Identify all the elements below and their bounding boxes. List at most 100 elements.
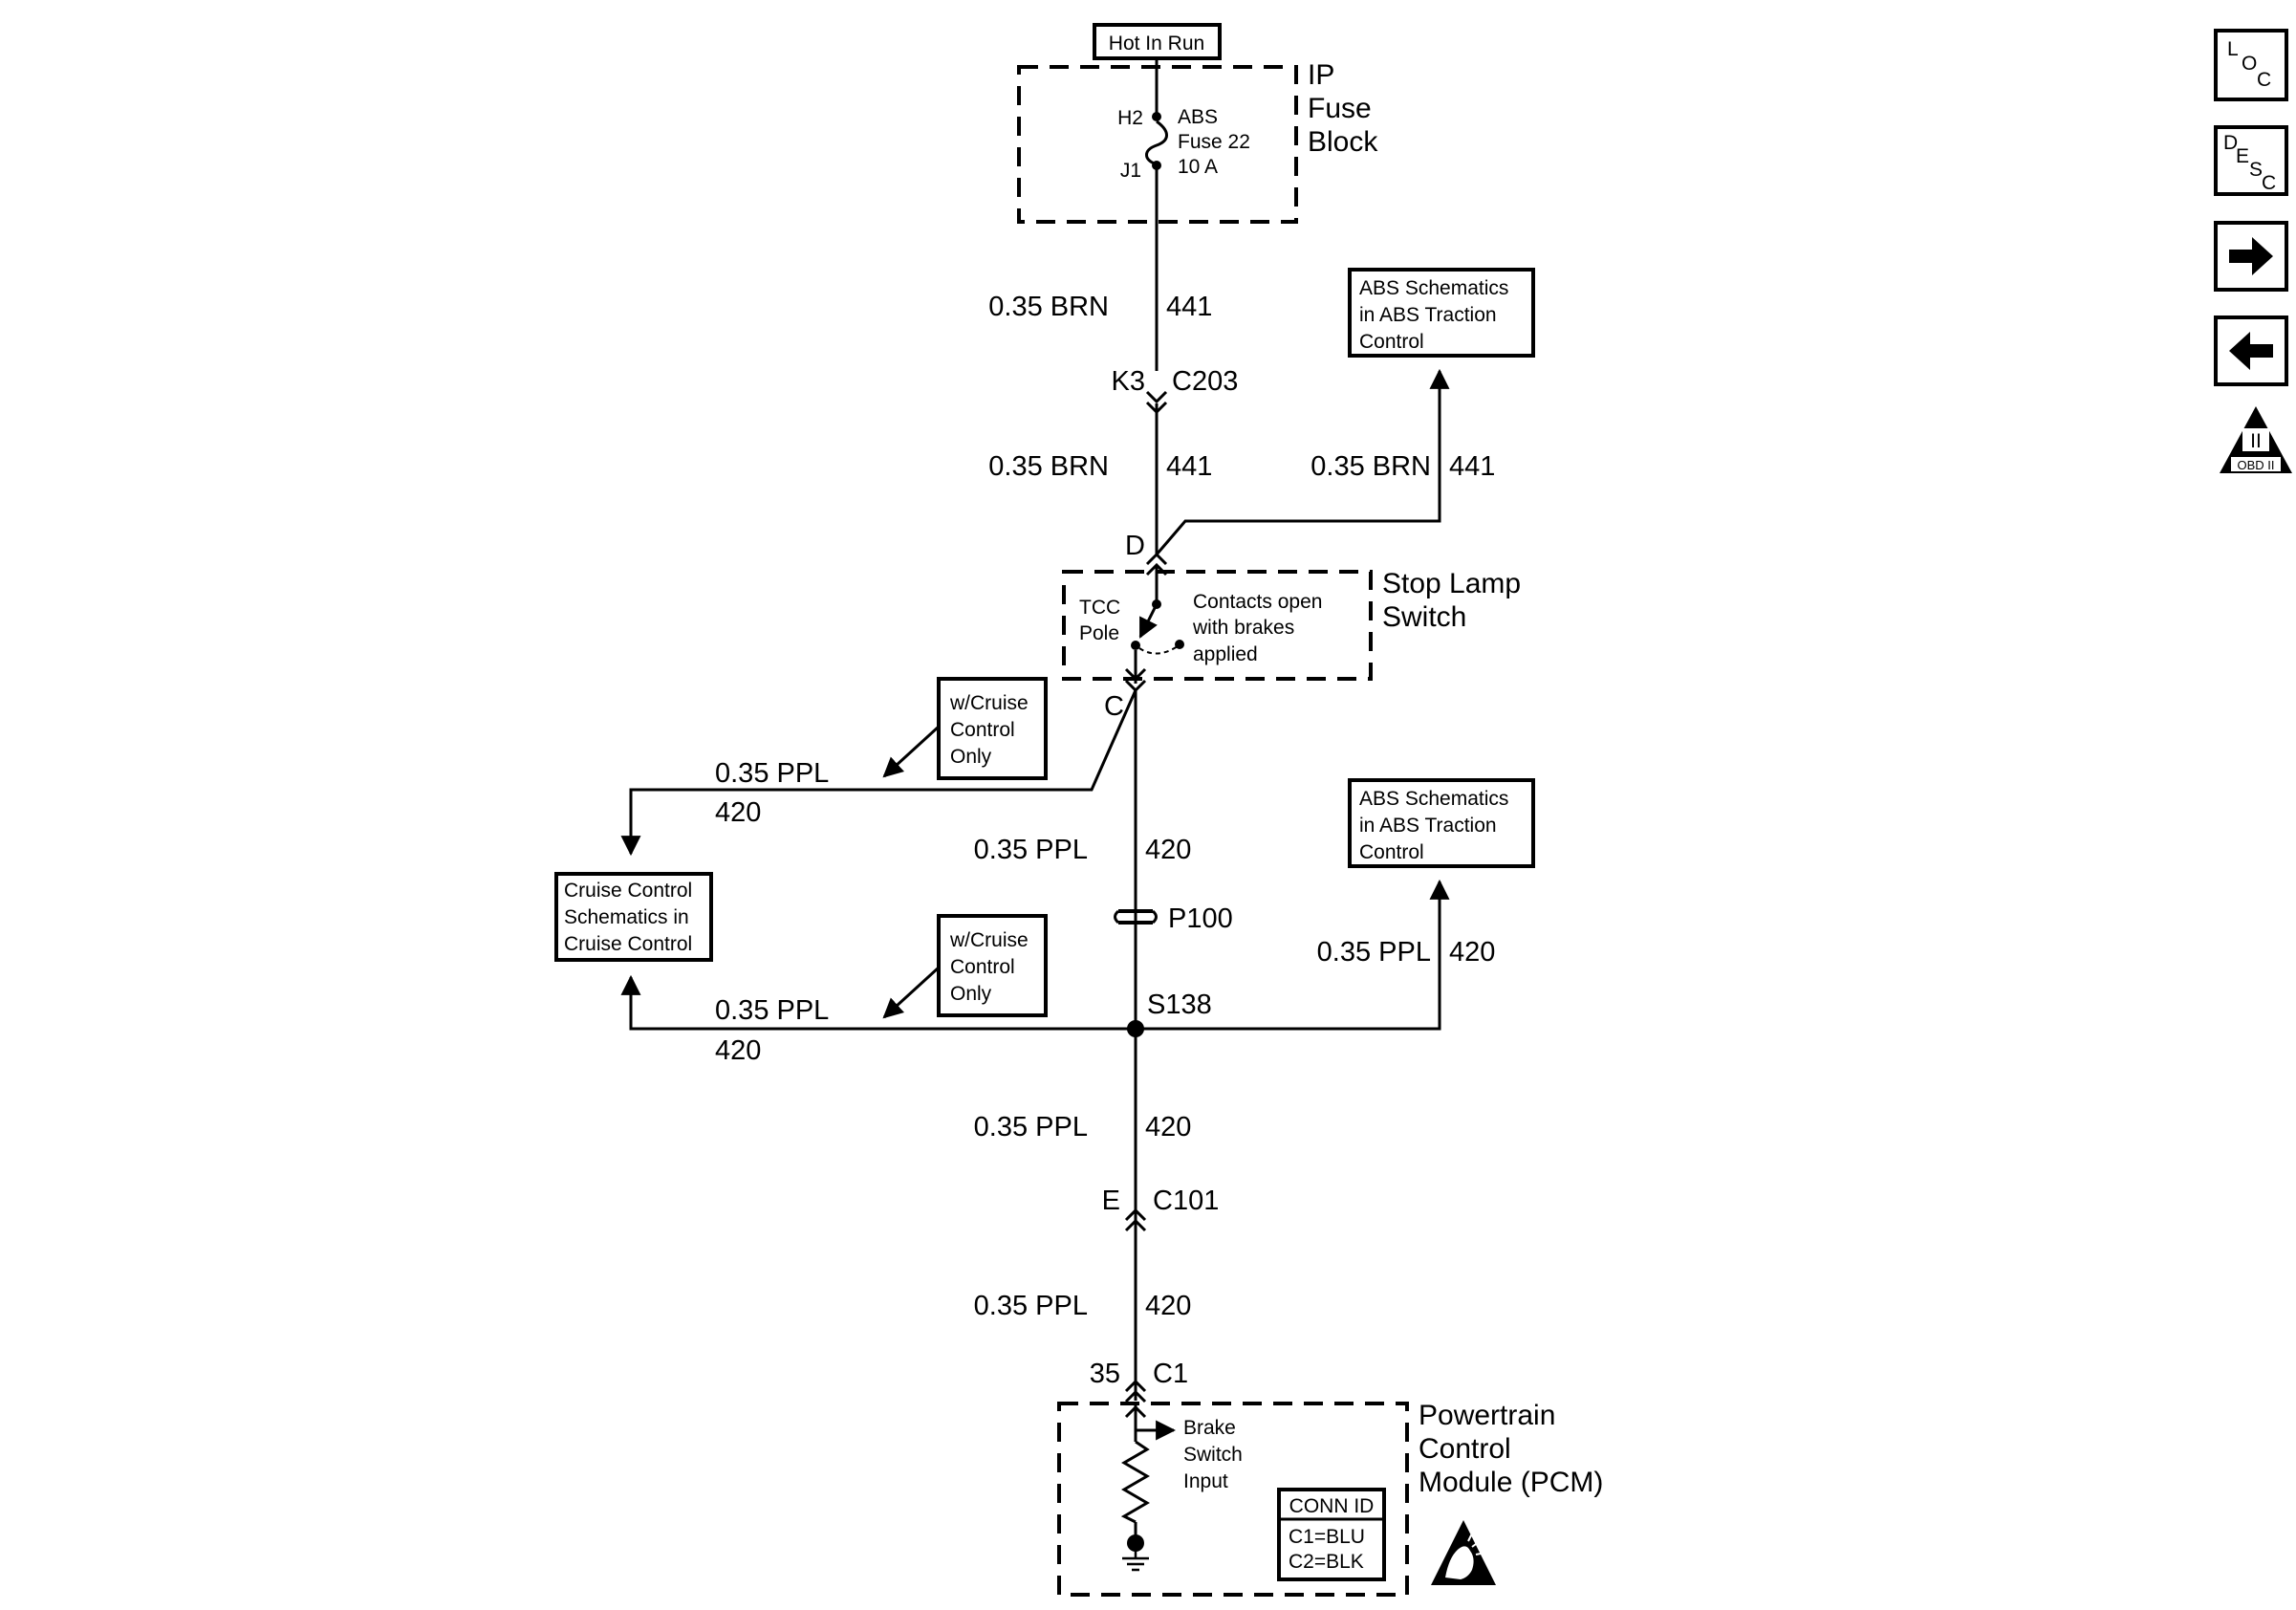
connector-c203-name: C203 (1172, 366, 1238, 397)
connector-c203: K3 C203 (1112, 366, 1238, 415)
wire-ppl-center-c-circuit: 420 (1145, 1291, 1191, 1321)
cruise-note-top-line-2: Control (950, 719, 1015, 741)
connector-c101-pin: E (1102, 1186, 1120, 1216)
fuse-pin-h2: H2 (1117, 107, 1143, 129)
splice-s138-name: S138 (1147, 990, 1212, 1020)
ip-fuse-block: IP Fuse Block H2 J1 ABS Fuse 22 10 A (1017, 59, 1378, 224)
stop-lamp-pin-c: C (1104, 691, 1124, 722)
connector-c101: E C101 (1102, 1186, 1219, 1232)
connector-c1-symbol (1124, 1379, 1147, 1403)
pcm-input-chevron (1124, 1404, 1147, 1419)
desc-icon-d: D (2223, 132, 2238, 154)
connector-c203-pin: K3 (1112, 366, 1145, 397)
esd-spark (1467, 1533, 1486, 1556)
abs-ref-bottom-line-3: Control (1359, 841, 1424, 863)
inline-p100-caps (1114, 909, 1158, 925)
abs-ref-top-line-2: in ABS Traction (1359, 304, 1497, 326)
nav-obd-button[interactable]: II OBD II (2220, 406, 2292, 473)
obd-ii-label: OBD II (2237, 458, 2274, 472)
ground-icon (1122, 1551, 1149, 1572)
cruise-note-top-line-3: Only (950, 746, 992, 768)
pcm-ground-dot (1127, 1534, 1144, 1552)
stop-lamp-switch-name-2: Switch (1382, 601, 1466, 633)
wire-ppl-lower-left-gauge: 0.35 PPL (715, 995, 829, 1026)
cruise-note-bottom-line-3: Only (950, 983, 992, 1005)
wire-brn-441-c (1155, 368, 1450, 555)
cruise-note-bottom-pointer (882, 966, 941, 1019)
arrow-right-icon (2229, 237, 2273, 275)
nav-prev-button[interactable] (2214, 315, 2288, 386)
esd-hand (1445, 1546, 1474, 1579)
switch-dashed-link (1138, 645, 1179, 655)
conn-id-line-2: C2=BLK (1289, 1551, 1364, 1573)
cruise-ref-box (554, 872, 713, 962)
wire-ppl-420-right (1136, 879, 1450, 1031)
wire-brn-441-c-gauge: 0.35 BRN (1310, 451, 1431, 482)
nav-desc-button[interactable]: D E S C (2214, 125, 2288, 196)
conn-id-title: CONN ID (1289, 1495, 1375, 1517)
wire-ppl-center-b-circuit: 420 (1145, 1112, 1191, 1142)
abs-ref-top-box (1348, 268, 1535, 358)
desc-icon[interactable] (2214, 125, 2288, 196)
ip-fuse-block-name-2: Fuse (1308, 93, 1372, 124)
fuse-pin-j1: J1 (1120, 160, 1141, 182)
connector-c101-name: C101 (1153, 1186, 1219, 1216)
conn-id-line-1: C1=BLU (1289, 1526, 1365, 1548)
pcm-input-label-3: Input (1183, 1470, 1228, 1492)
ip-fuse-block-outline (1017, 65, 1298, 224)
desc-icon-e: E (2236, 145, 2249, 167)
fuse-terminal-top (1152, 112, 1161, 121)
switch-note-3: applied (1193, 643, 1258, 665)
wire-brn-441-b-circuit: 441 (1166, 451, 1212, 482)
wire-ppl-upper-left-circuit: 420 (715, 797, 761, 828)
wire-ppl-upper-left-gauge: 0.35 PPL (715, 758, 829, 789)
abs-ref-bottom-line-2: in ABS Traction (1359, 815, 1497, 837)
stop-lamp-switch-name-1: Stop Lamp (1382, 568, 1521, 599)
loc-icon[interactable] (2214, 29, 2288, 101)
splice-s138: S138 (1127, 990, 1212, 1037)
wire-ppl-right-gauge: 0.35 PPL (1317, 937, 1431, 968)
switch-pole (1138, 607, 1158, 639)
arrow-left-icon (2229, 332, 2273, 370)
switch-note-2: with brakes (1192, 617, 1294, 639)
cruise-ref: Cruise Control Schematics in Cruise Cont… (554, 872, 713, 962)
fuse-label-3: 10 A (1178, 156, 1218, 178)
stop-lamp-switch-outline (1062, 570, 1373, 681)
wire-ppl-center-c-gauge: 0.35 PPL (974, 1291, 1088, 1321)
cruise-note-top: w/Cruise Control Only (882, 677, 1048, 780)
abs-ref-bottom-line-1: ABS Schematics (1359, 788, 1508, 810)
cruise-note-bottom-line-1: w/Cruise (949, 929, 1029, 951)
next-box[interactable] (2214, 221, 2288, 292)
wire-ppl-right-circuit: 420 (1449, 937, 1495, 968)
esd-warning-icon (1431, 1520, 1496, 1585)
pcm-name-3: Module (PCM) (1419, 1467, 1603, 1498)
cruise-note-bottom: w/Cruise Control Only (882, 914, 1048, 1019)
cruise-note-top-pointer (882, 725, 941, 778)
wire-ppl-center-a-gauge: 0.35 PPL (974, 835, 1088, 865)
cruise-note-bottom-box (937, 914, 1048, 1017)
fuse-symbol (1145, 120, 1168, 166)
abs-ref-top: ABS Schematics in ABS Traction Control (1348, 268, 1535, 358)
cruise-note-bottom-line-2: Control (950, 956, 1015, 978)
abs-ref-bottom-box (1348, 778, 1535, 868)
wire-ppl-420-upper-left (620, 689, 1137, 857)
connector-c1-pin: 35 (1090, 1359, 1120, 1389)
pcm-input-label-2: Switch (1183, 1444, 1243, 1466)
wire-brn-441-a-gauge: 0.35 BRN (988, 292, 1109, 322)
nav-next-button[interactable] (2214, 221, 2288, 292)
abs-ref-bottom: ABS Schematics in ABS Traction Control (1348, 778, 1535, 868)
cruise-ref-line-3: Cruise Control (564, 933, 692, 955)
abs-ref-top-line-1: ABS Schematics (1359, 277, 1508, 299)
wire-brn-441-b-gauge: 0.35 BRN (988, 451, 1109, 482)
obd-ii-label-box (2231, 457, 2281, 471)
wire-brn-441-a-circuit: 441 (1166, 292, 1212, 322)
nav-loc-button[interactable]: L O C (2214, 29, 2288, 101)
pcm-name-1: Powertrain (1419, 1400, 1555, 1431)
power-source: Hot In Run (1093, 23, 1222, 60)
desc-icon-s: S (2249, 159, 2263, 181)
fuse-label-2: Fuse 22 (1178, 131, 1250, 153)
fuse-label-1: ABS (1178, 106, 1218, 128)
hot-in-run-label: Hot In Run (1109, 33, 1204, 54)
switch-contact-top (1152, 599, 1161, 609)
cruise-ref-line-1: Cruise Control (564, 880, 692, 902)
